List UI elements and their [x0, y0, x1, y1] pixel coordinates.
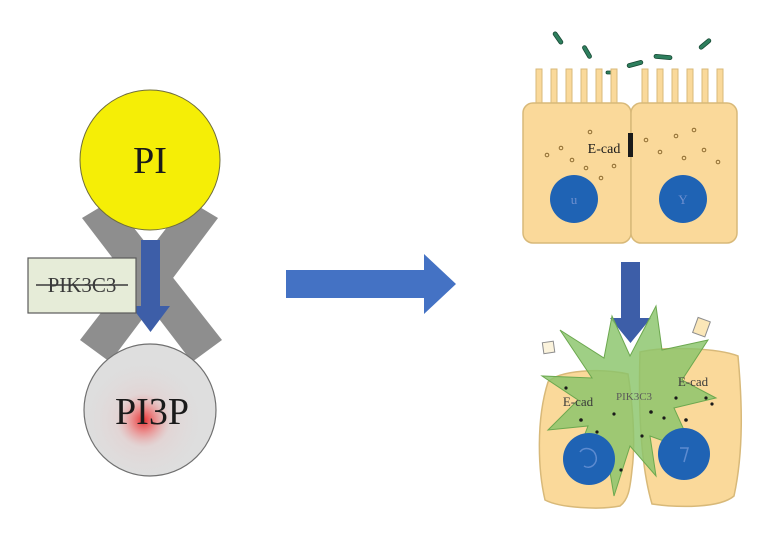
microvilli	[535, 68, 724, 106]
vesicle	[681, 155, 687, 161]
vesicle	[569, 157, 575, 163]
vesicle	[587, 129, 593, 135]
dot	[649, 410, 653, 414]
microvillus	[535, 68, 543, 106]
dot	[674, 396, 678, 400]
bacterium	[626, 60, 644, 68]
bacterium	[698, 38, 712, 50]
junction-label: E-cad	[588, 142, 621, 157]
pi3p-label: PI3P	[115, 391, 189, 433]
dot	[704, 396, 708, 400]
dot	[619, 468, 623, 472]
dot	[662, 416, 666, 420]
vesicles	[544, 127, 721, 181]
dot	[710, 402, 714, 406]
pi3p-red-glow	[86, 346, 214, 474]
nucleus-right	[659, 175, 707, 223]
dot	[684, 418, 688, 422]
damaged-nucleus-left	[563, 433, 615, 485]
pi-circle	[79, 89, 221, 231]
vesicle	[643, 137, 649, 143]
e-cadherin-junction	[628, 133, 633, 157]
dot	[579, 418, 583, 422]
process-arrow	[286, 254, 456, 314]
microvillus	[595, 68, 603, 106]
bacteria-cluster	[552, 31, 712, 75]
bacterium	[552, 31, 564, 45]
dot	[595, 430, 599, 434]
damaged-nucleus-right	[658, 428, 710, 480]
vesicle	[673, 133, 679, 139]
bacterium	[582, 45, 592, 59]
microvillus	[686, 68, 694, 106]
dot	[640, 434, 644, 438]
microvillus	[565, 68, 573, 106]
microvillus	[656, 68, 664, 106]
vesicle	[544, 152, 550, 158]
disrupted-epithelium: E-cad E-cad PIK3C3	[538, 304, 742, 509]
disruption-down-arrow	[610, 262, 651, 343]
bacterium	[653, 53, 673, 61]
vesicle	[701, 147, 707, 153]
vesicle	[657, 149, 663, 155]
microvillus	[580, 68, 588, 106]
normal-epithelium: E-cad u Y	[522, 31, 738, 244]
e-cad-label-left: E-cad	[563, 394, 594, 409]
vesicle	[715, 159, 721, 165]
dot	[564, 386, 568, 390]
nucleus-texture-right	[680, 447, 689, 463]
microvillus	[716, 68, 724, 106]
dot	[612, 412, 616, 416]
nucleus-mark-left: u	[571, 192, 578, 207]
vesicle	[598, 175, 604, 181]
pik3c3-faint-label: PIK3C3	[616, 391, 653, 403]
cell-right	[630, 102, 738, 244]
pik3c3-box: PIK3C3	[27, 257, 137, 314]
enzyme-down-arrow	[131, 240, 170, 332]
pi-label: PI	[133, 140, 167, 182]
vesicle	[611, 163, 617, 169]
microvillus	[641, 68, 649, 106]
vesicle	[583, 165, 589, 171]
nucleus-mark-right: Y	[678, 192, 688, 207]
vesicle	[691, 127, 697, 133]
nucleus-texture-left	[579, 447, 598, 468]
nucleus-left	[550, 175, 598, 223]
left-panel: PI PIK3C3 PI3P	[27, 89, 222, 477]
microvillus	[610, 68, 618, 106]
vesicle	[558, 145, 564, 151]
microvillus	[671, 68, 679, 106]
e-cad-label-right: E-cad	[678, 374, 709, 389]
microvillus	[701, 68, 709, 106]
debris-fragment	[541, 340, 556, 355]
microvillus	[550, 68, 558, 106]
debris-fragment	[691, 316, 711, 338]
